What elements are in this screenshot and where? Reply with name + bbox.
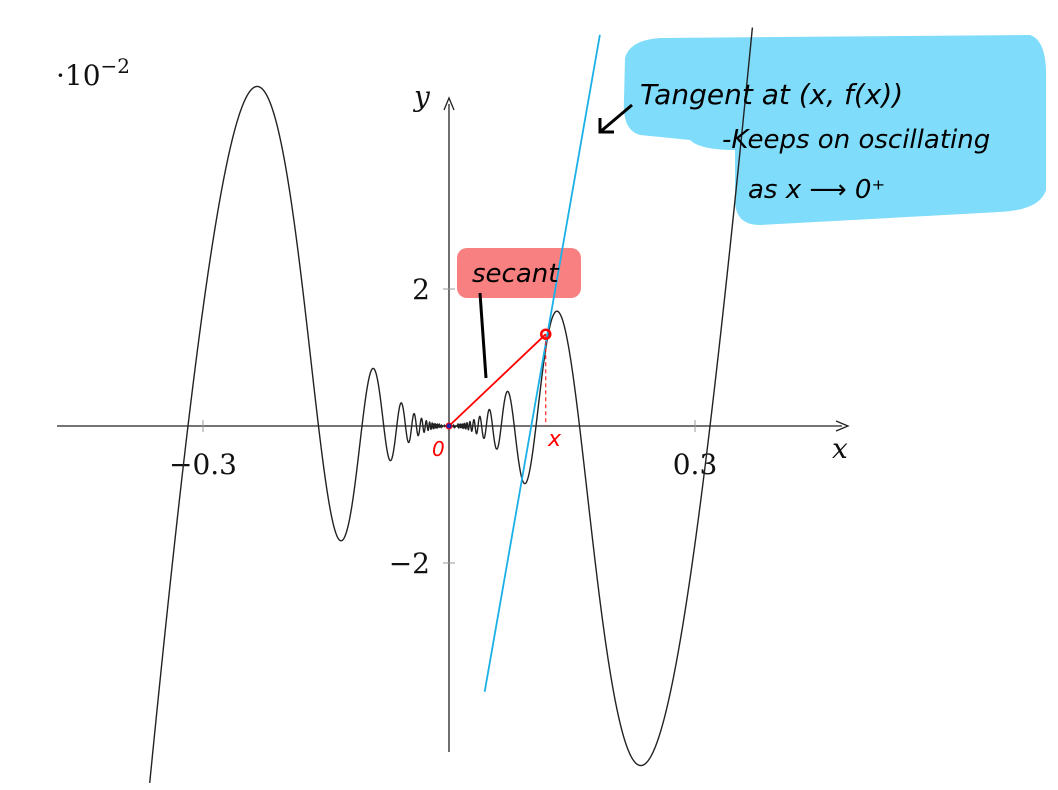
tangent-note-highlight bbox=[623, 35, 1046, 225]
y-scale-label: ·10−2 bbox=[56, 54, 130, 92]
tangent-note-line2: -Keeps on oscillating bbox=[722, 125, 990, 155]
y-scale-base: ·10 bbox=[56, 59, 101, 92]
secant-point bbox=[540, 328, 552, 340]
secant-pointer bbox=[478, 292, 488, 379]
y-tick-label: 2 bbox=[412, 273, 430, 306]
y-scale-exponent: −2 bbox=[101, 54, 130, 78]
origin-label: 0 bbox=[432, 437, 445, 461]
tangent-line bbox=[483, 34, 601, 692]
origin-point bbox=[445, 422, 453, 430]
tangent-pointer-arrow bbox=[598, 103, 633, 134]
x-tick-label: 0.3 bbox=[673, 448, 718, 481]
x-tick-label: −0.3 bbox=[169, 448, 237, 481]
secant-line bbox=[448, 333, 547, 427]
x-axis-label: x bbox=[832, 432, 848, 465]
y-axis-label: y bbox=[412, 80, 431, 113]
point-x-label: x bbox=[547, 427, 562, 452]
secant-note-highlight bbox=[457, 248, 581, 298]
tangent-note-line1: Tangent at (x, f(x)) bbox=[640, 78, 903, 111]
secant-label: secant bbox=[472, 259, 559, 289]
y-tick-label: −2 bbox=[389, 547, 430, 580]
tangent-note-line3: as x ⟶ 0⁺ bbox=[748, 175, 885, 205]
function-curve bbox=[149, 27, 754, 784]
